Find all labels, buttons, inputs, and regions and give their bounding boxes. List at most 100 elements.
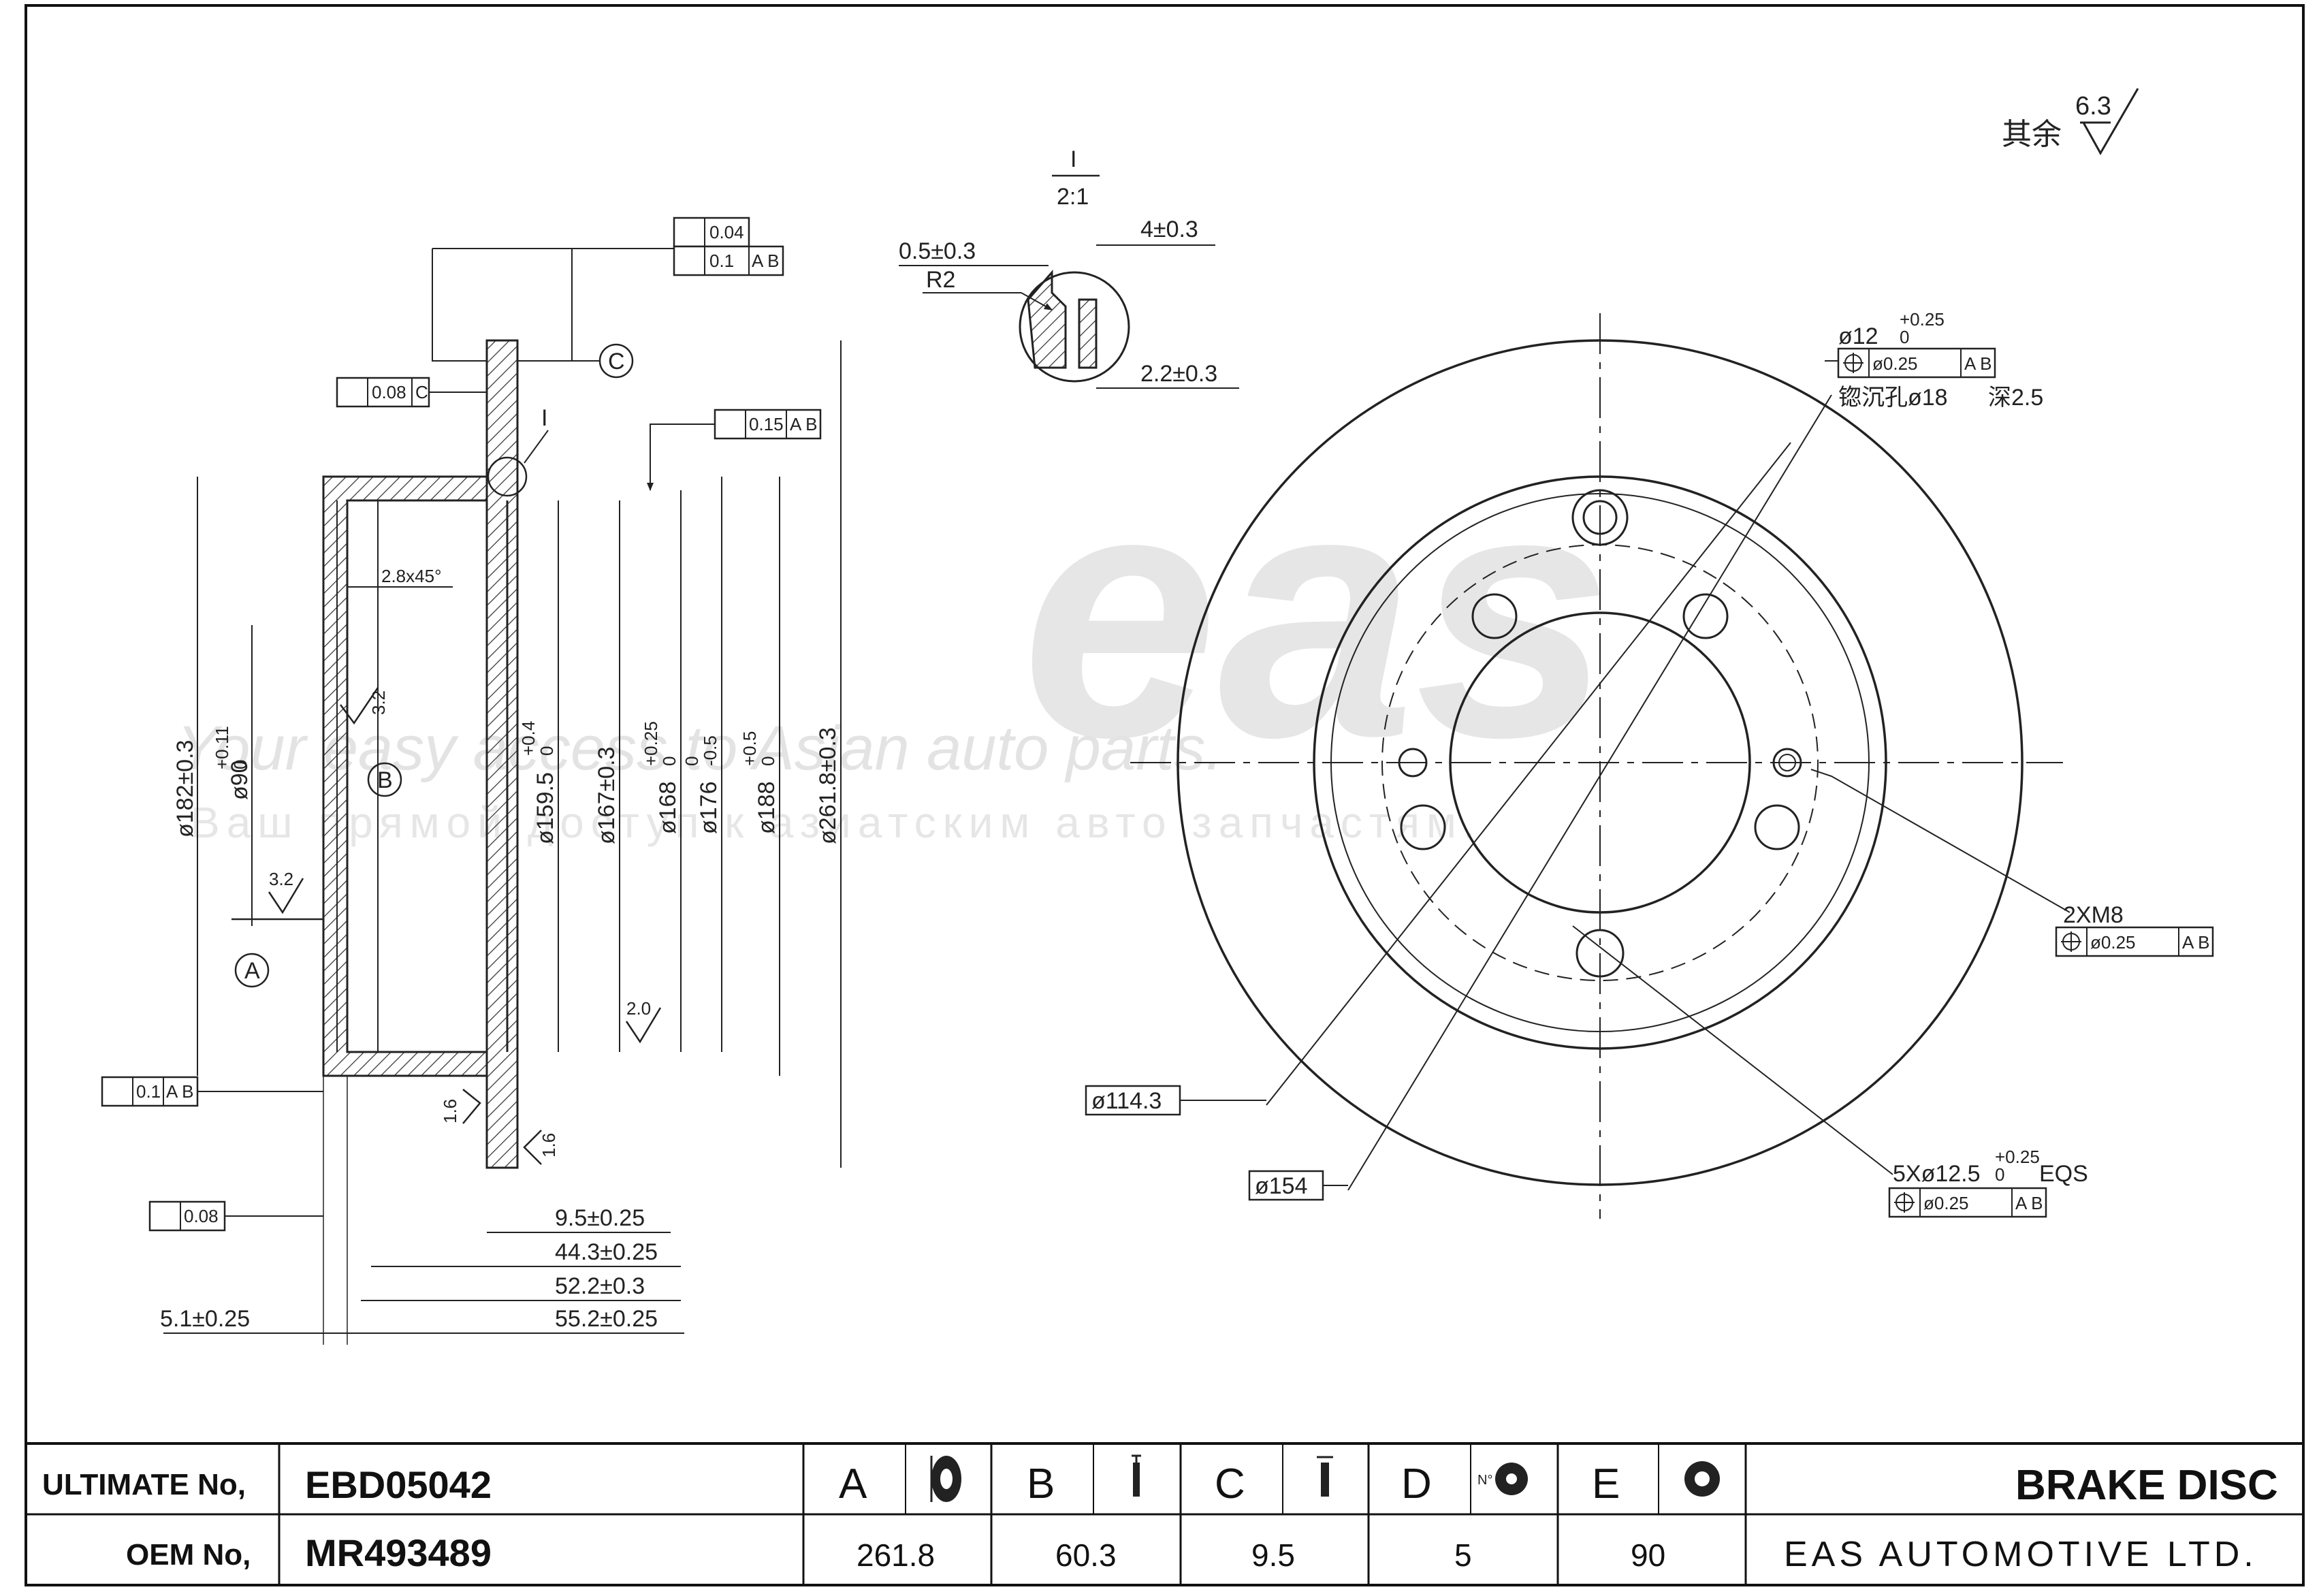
detail-chamfer: 0.5±0.3 — [899, 238, 976, 264]
product-title: BRAKE DISC — [2015, 1462, 2278, 1509]
param-c-value: 9.5 — [1251, 1537, 1295, 1573]
bolt-holes-pos-tol: ø0.25 — [1923, 1193, 1969, 1213]
detail-radius: R2 — [926, 267, 955, 293]
dim-dia-159: ø159.5 — [532, 772, 558, 844]
tol-runout-mid-value: 0.15 — [749, 414, 784, 434]
tol-frame-flatness: 0.08 — [148, 1200, 323, 1232]
tol-parallel-ref: C — [415, 382, 428, 402]
oem-no-label: OEM No, — [126, 1538, 251, 1571]
param-a-letter: A — [839, 1461, 867, 1507]
rough-1-6-b: 1.6 — [539, 1133, 559, 1158]
disc-diameter-icon — [930, 1456, 961, 1502]
detail-scale: 2:1 — [1057, 184, 1089, 210]
bolt-holes-datum: A B — [2015, 1193, 2043, 1213]
detail-view: I 2:1 0.5±0.3 R2 4±0.3 2.2±0.3 — [899, 146, 1239, 389]
watermark-slogan-en: Your easy access to Asian auto parts. — [177, 714, 1223, 783]
param-c-letter: C — [1215, 1461, 1245, 1507]
dim-height-55-2: 55.2±0.25 — [555, 1306, 658, 1332]
dim-dia-159-tol-low: 0 — [537, 746, 557, 756]
tol-runout-top-datum: A B — [752, 251, 779, 271]
plan-view: ø12 +0.25 0 ø0.25 A B 锪沉孔ø18 深2.5 2XM8 ø… — [1085, 309, 2214, 1219]
param-d-value: 5 — [1454, 1537, 1472, 1573]
dim-dia-90: ø90 — [227, 760, 253, 800]
hole-12-datum: A B — [1964, 353, 1992, 374]
section-chamfer: 2.8x45° — [381, 566, 441, 586]
datum-c: C — [608, 349, 625, 374]
title-block: ULTIMATE No, EBD05042 OEM No, MR493489 A… — [25, 1442, 2305, 1586]
dim-dia-176-tol-low: -0.5 — [700, 735, 720, 766]
tol-frame-mid: 0.15 A B — [647, 409, 822, 491]
dim-dia-176-tol-up: 0 — [682, 756, 702, 766]
param-b-value: 60.3 — [1055, 1537, 1117, 1573]
tol-runout-top-value: 0.1 — [709, 251, 734, 271]
dim-height-52-2: 52.2±0.3 — [555, 1273, 645, 1299]
hole-12-countersink-depth: 深2.5 — [1988, 385, 2043, 411]
roughness-note-text: 其余 — [2002, 118, 2062, 151]
dim-dia-261-8: ø261.8±0.3 — [815, 727, 841, 844]
ultimate-no-value: EBD05042 — [305, 1463, 492, 1506]
tol-runout-bottom-value: 0.1 — [136, 1081, 161, 1102]
dim-dia-167: ø167±0.3 — [594, 747, 620, 844]
param-e-value: 90 — [1631, 1537, 1665, 1573]
roughness-note: 其余 6.3 — [2002, 88, 2139, 156]
tol-runout-mid-datum: A B — [790, 414, 817, 434]
bolt-holes-tol-low: 0 — [1995, 1164, 2004, 1185]
detail-label: I — [1070, 146, 1076, 172]
param-e-letter: E — [1592, 1461, 1620, 1507]
callout-hole-12: ø12 +0.25 0 ø0.25 A B 锪沉孔ø18 深2.5 — [1837, 309, 2043, 411]
roughness-value: 6.3 — [2075, 92, 2111, 121]
param-b-letter: B — [1027, 1461, 1055, 1507]
bolt-count-icon: N° — [1477, 1463, 1528, 1495]
disc-thickness-icon — [1317, 1456, 1333, 1497]
rough-2-0: 2.0 — [626, 998, 651, 1019]
tol-runout-bottom-datum: A B — [166, 1081, 193, 1102]
bolt-holes-spec: 5Xø12.5 — [1893, 1161, 1981, 1187]
thread-pos-tol: ø0.25 — [2090, 932, 2136, 953]
bolt-holes-eqs: EQS — [2039, 1161, 2088, 1187]
dim-thickness-9-5: 9.5±0.25 — [555, 1205, 645, 1231]
thread-spec: 2XM8 — [2063, 902, 2124, 928]
oem-no-value: MR493489 — [305, 1531, 492, 1574]
hole-12-tol-low: 0 — [1900, 327, 1909, 347]
dim-dia-188-tol-up: +0.5 — [739, 731, 760, 766]
tol-flatness-bottom-value: 0.08 — [184, 1206, 219, 1226]
disc-height-icon — [1132, 1454, 1141, 1497]
dim-dia-188-tol-low: 0 — [758, 756, 778, 766]
dim-height-44-3: 44.3±0.25 — [555, 1239, 658, 1265]
dia-114-3: ø114.3 — [1091, 1088, 1162, 1114]
tol-frame-top: 0.04 0.1 A B — [432, 217, 784, 362]
param-a-value: 261.8 — [857, 1537, 935, 1573]
company-name: EAS AUTOMOTIVE LTD. — [1784, 1535, 2258, 1574]
hole-12-dia: ø12 — [1838, 323, 1878, 349]
watermark: eas Your easy access to Asian auto parts… — [177, 415, 1612, 847]
callout-bolt-holes: 5Xø12.5 +0.25 0 EQS ø0.25 A B — [1888, 1147, 2088, 1218]
dim-dia-182: ø182±0.3 — [172, 740, 198, 837]
watermark-slogan-ru: Ваш прямой доступ к азиатским авто запча… — [191, 798, 1482, 847]
dim-dia-90-tol-up: +0.11 — [212, 726, 232, 769]
hole-12-tol-up: +0.25 — [1900, 309, 1945, 330]
detail-depth: 2.2±0.3 — [1140, 361, 1217, 387]
dim-dia-90-tol-low: 0 — [230, 760, 251, 769]
callout-thread: 2XM8 ø0.25 A B — [2055, 902, 2214, 957]
svg-text:N°: N° — [1477, 1473, 1492, 1488]
dia-154: ø154 — [1255, 1173, 1308, 1199]
center-bore-icon — [1684, 1461, 1720, 1497]
hole-12-pos-tol: ø0.25 — [1872, 353, 1918, 374]
tol-parallel-value: 0.08 — [372, 382, 406, 402]
datum-b: B — [377, 767, 393, 793]
detail-step: 4±0.3 — [1140, 217, 1198, 242]
datum-a: A — [244, 958, 260, 984]
ultimate-no-label: ULTIMATE No, — [42, 1468, 246, 1501]
section-view: I ø182±0.3 ø90 +0.11 0 ø159.5 +0.4 0 ø16… — [101, 217, 842, 1345]
dim-dia-168: ø168 — [655, 782, 681, 835]
param-d-letter: D — [1401, 1461, 1432, 1507]
thread-datum: A B — [2182, 932, 2209, 953]
rough-3-2-b: 3.2 — [269, 869, 293, 889]
dim-dia-188: ø188 — [754, 782, 780, 835]
section-detail-mark: I — [541, 405, 547, 431]
dim-dia-159-tol-up: +0.4 — [518, 721, 539, 756]
dim-dia-168-tol-up: +0.25 — [641, 721, 661, 766]
rough-3-2-a: 3.2 — [368, 690, 389, 715]
watermark-logo: eas — [1021, 415, 1612, 811]
tol-flatness-value: 0.04 — [709, 222, 744, 242]
